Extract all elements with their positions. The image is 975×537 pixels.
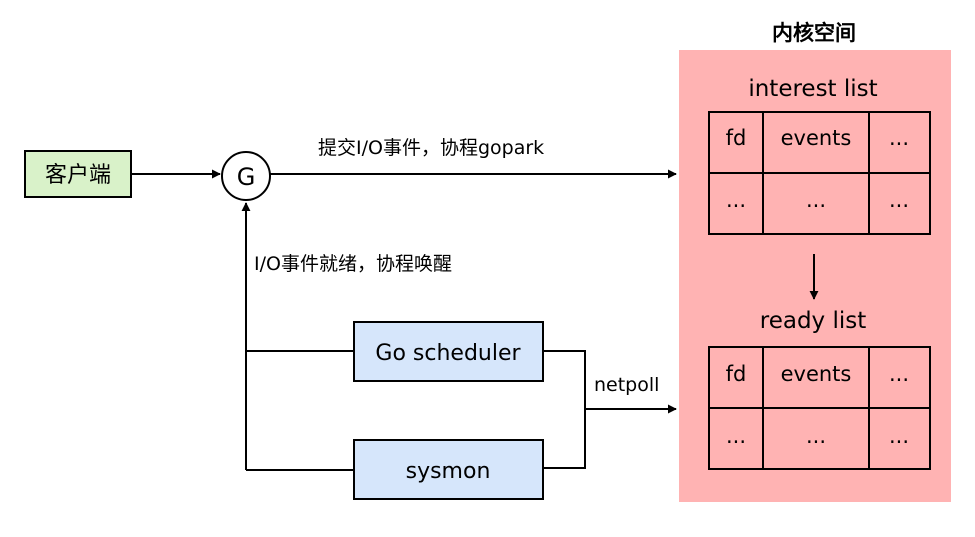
ready-list-title: ready list (760, 308, 867, 334)
sysmon-box (353, 439, 544, 500)
interest-cell-events: events (781, 126, 852, 150)
ready-cell-events: events (781, 362, 852, 386)
interest-cell-fd: fd (726, 126, 747, 150)
interest-cell-ellipsis: ... (889, 126, 909, 150)
ready-cell-ellipsis: ... (806, 424, 826, 448)
ready-cell-ellipsis: ... (726, 424, 746, 448)
ready-list-table: fd events ... ... ... ... (708, 346, 931, 470)
go-scheduler-box (353, 321, 544, 382)
wake-label: I/O事件就绪，协程唤醒 (254, 253, 452, 275)
interest-list-title: interest list (748, 76, 877, 102)
interest-cell-ellipsis: ... (726, 188, 746, 212)
netpoll-label: netpoll (594, 374, 659, 396)
submit-event-label: 提交I/O事件，协程gopark (318, 137, 544, 159)
interest-list-table: fd events ... ... ... ... (708, 111, 931, 235)
ready-cell-fd: fd (726, 362, 747, 386)
ready-cell-ellipsis: ... (889, 362, 909, 386)
goroutine-label: G (237, 163, 256, 191)
netpoll-connector (543, 350, 586, 469)
client-label: 客户端 (45, 163, 111, 188)
interest-cell-ellipsis: ... (806, 188, 826, 212)
ready-cell-ellipsis: ... (889, 424, 909, 448)
interest-cell-ellipsis: ... (889, 188, 909, 212)
kernel-space-title: 内核空间 (772, 21, 856, 45)
goroutine-node (221, 151, 271, 201)
go-scheduler-label: Go scheduler (375, 341, 521, 366)
sysmon-label: sysmon (406, 459, 491, 484)
